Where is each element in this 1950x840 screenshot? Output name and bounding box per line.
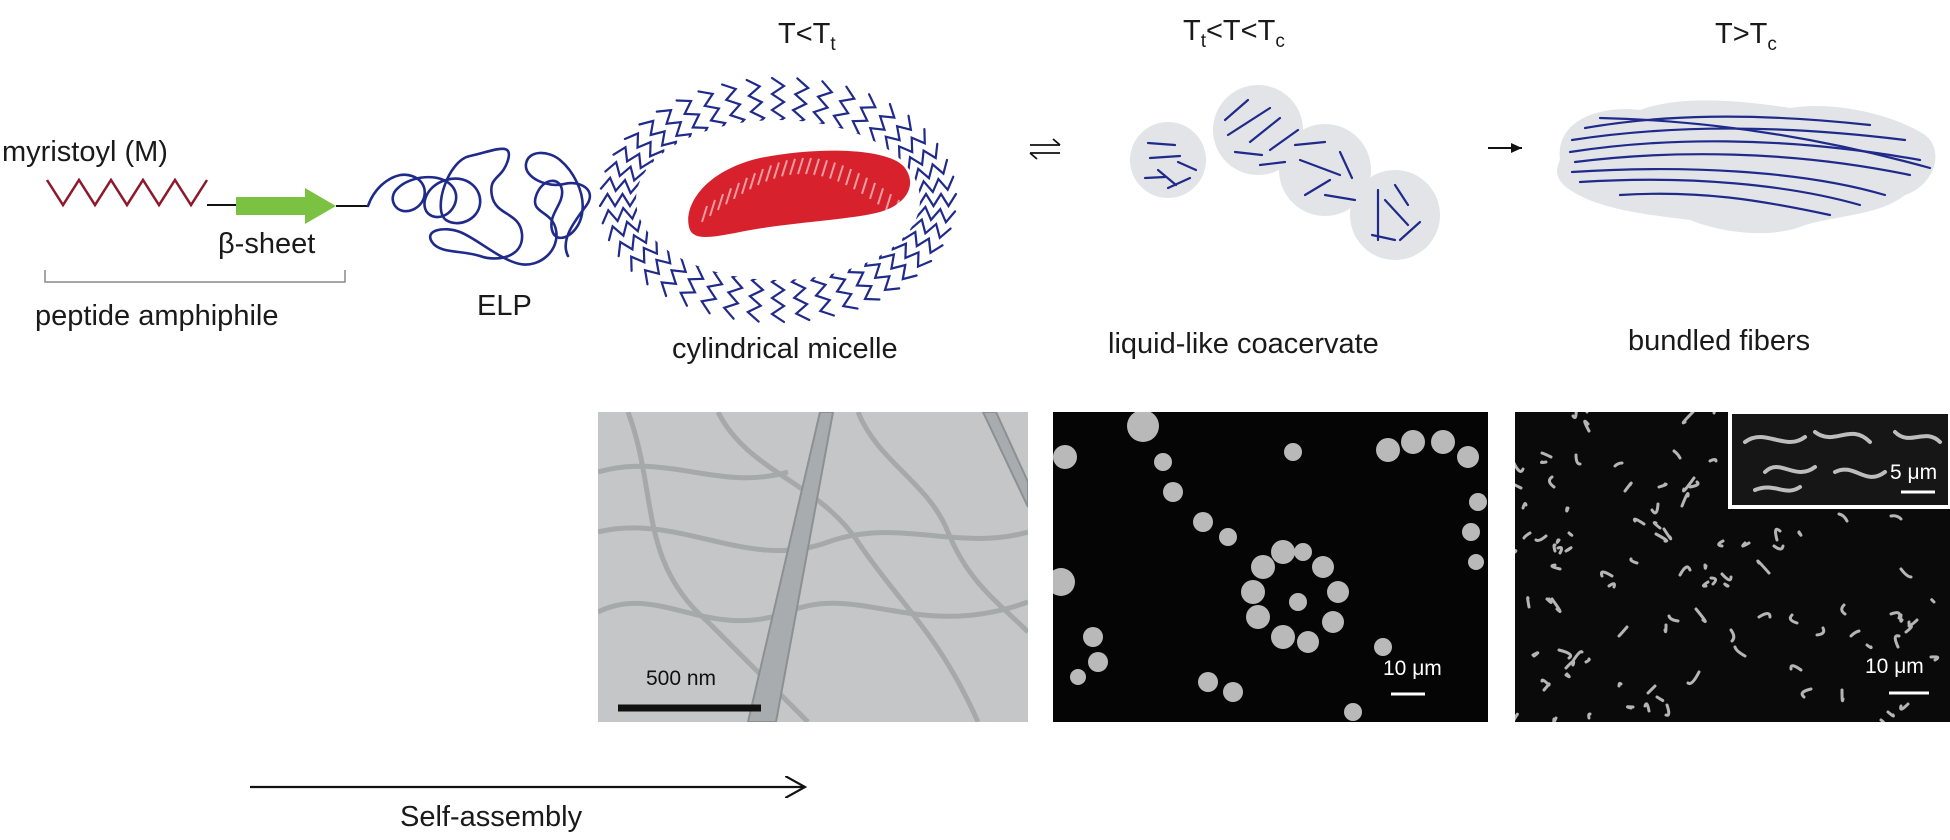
peptide-amphiphile-label: peptide amphiphile (35, 302, 278, 331)
bundled-fibers (1557, 100, 1935, 233)
fiber-bundle-stroke (1533, 653, 1538, 656)
myristoyl-label: myristoyl (M) (2, 138, 168, 167)
tem-scale-label: 500 nm (646, 668, 716, 689)
temp-high-text: T>T (1715, 18, 1767, 50)
myristoyl-chain (47, 180, 207, 205)
fiber-bundle-stroke (1665, 625, 1666, 632)
fiber-bundle-stroke (1542, 462, 1547, 463)
fiber-bundle-stroke (1554, 545, 1555, 551)
temp-low-text: T<T (778, 18, 830, 50)
fiber-bundle-stroke (1627, 707, 1633, 708)
elp-coil (368, 149, 590, 265)
fiber-bundle-stroke (1566, 674, 1569, 677)
temperature-low-label: T<Tt (778, 20, 836, 54)
temperature-high-label: T>Tc (1715, 20, 1777, 54)
cylindrical-micelle (600, 78, 956, 322)
fibers-micrograph: 5 μm 10 μm (1515, 412, 1950, 722)
fiber-bundle-stroke (1842, 690, 1843, 701)
fiber-bundle-stroke (1705, 565, 1706, 568)
fiber-bundle-stroke (1567, 508, 1568, 511)
fiber-bundle-stroke (1557, 540, 1559, 543)
temp-mid-text-1: T (1183, 15, 1201, 47)
fiber-bundle-stroke (1569, 533, 1572, 535)
fibers-scale-label: 10 μm (1865, 656, 1924, 677)
coacervate-label: liquid-like coacervate (1108, 330, 1379, 359)
coacervate-scale-label: 10 μm (1383, 658, 1442, 679)
coacervate-micrograph: 10 μm (1053, 412, 1488, 722)
temp-mid-text-2: <T<T (1206, 15, 1275, 47)
fiber-bundle-stroke (1710, 460, 1716, 462)
peptide-amphiphile-bracket (45, 270, 345, 282)
temperature-mid-label: Tt<T<Tc (1183, 17, 1285, 51)
temp-low-sub: t (830, 34, 835, 55)
beta-sheet-arrow (236, 188, 336, 224)
temp-mid-sub-2: c (1275, 31, 1285, 52)
fiber-bundle-stroke (1515, 551, 1516, 553)
fiber-bundle-stroke (1554, 718, 1556, 722)
equilibrium-arrows (1030, 139, 1060, 159)
fiber-bundle-stroke (1528, 598, 1529, 607)
cylindrical-micelle-label: cylindrical micelle (672, 335, 898, 364)
fiber-bundle-stroke (1725, 584, 1728, 586)
coacervate-droplets (1130, 85, 1440, 260)
fiber-bundle-stroke (1799, 532, 1801, 535)
fiber-bundle-stroke (1589, 714, 1590, 718)
temp-high-sub: c (1767, 34, 1777, 55)
bundled-fibers-label: bundled fibers (1628, 327, 1810, 356)
beta-sheet-label: β-sheet (218, 230, 315, 259)
self-assembly-label: Self-assembly (400, 803, 582, 832)
tem-micrograph: 500 nm (598, 412, 1028, 722)
elp-label: ELP (477, 292, 532, 321)
fiber-bundle-stroke (1932, 600, 1934, 602)
fibers-inset-scale-label: 5 μm (1890, 462, 1937, 483)
